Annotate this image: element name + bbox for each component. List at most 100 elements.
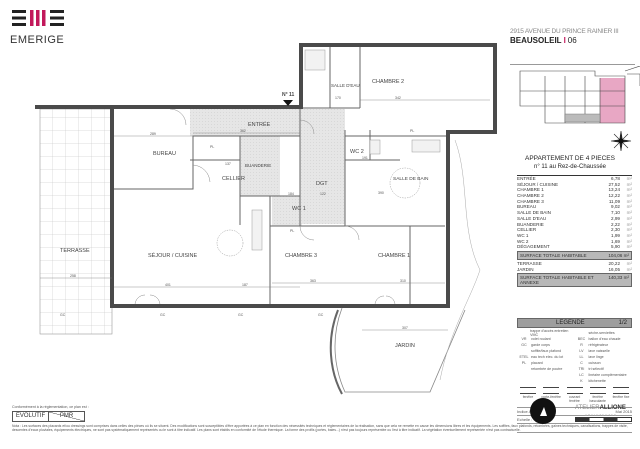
unit: m² [626, 238, 632, 244]
apartment-subtitle: n° 11 au Rez-de-Chaussée [534, 164, 606, 170]
room-label-entree: ENTRÉE [248, 121, 271, 128]
project-number: 06 [567, 36, 577, 45]
mark-gc-3: GC [238, 313, 244, 317]
unit: m² [626, 204, 632, 210]
architect-name-light: ATELIER [575, 405, 600, 411]
legend-label: volet roulant [531, 337, 551, 341]
dim-dgt-a: 184 [288, 192, 294, 196]
room-label-wc2: WC 2 [350, 149, 364, 155]
room-name: JARDIN [517, 266, 534, 272]
legend-label: lave linge [588, 355, 604, 359]
unit: m² [626, 193, 632, 199]
unit: m² [626, 266, 632, 272]
dim-jardin: 307 [402, 326, 408, 330]
room-name: TERRASSE [517, 260, 542, 266]
dim-cellier: 137 [225, 162, 231, 166]
dim-entree: 362 [240, 129, 246, 133]
legend-page: 1/2 [618, 320, 627, 326]
opening-label: fenêtre fixe [612, 395, 630, 399]
dgt-floor [300, 109, 345, 224]
legend-label: soffite/faux plafond [531, 349, 562, 353]
fixtures [216, 49, 441, 257]
table-divider [517, 175, 632, 176]
room-area: 2,22 [611, 221, 620, 227]
unit: m² [626, 187, 632, 193]
room-label-salle-de-bain: SALLE DE BAIN [393, 176, 429, 182]
dim-wc2: 191 [362, 156, 368, 160]
dim-terrasse: 258 [70, 274, 76, 278]
legend-opening: porte-fenêtre [540, 387, 562, 403]
pmr-label: PMR [49, 412, 84, 421]
interior-walls [112, 46, 450, 306]
opening-symbol-icon [520, 387, 536, 394]
room-label-salle-deau: SALLE D'EAU [331, 83, 360, 88]
room-area: 20,22 [608, 260, 621, 266]
mark-pl-2: PL [410, 129, 414, 133]
room-label-terrasse: TERRASSE [60, 248, 90, 254]
unit: m² [626, 227, 632, 233]
architect-name: ATELIERALLIONE [575, 405, 626, 411]
legend-label: tri sélectif [588, 367, 604, 371]
project-address: 2915 AVENUE DU PRINCE RAINIER III [510, 28, 619, 35]
jardin-area [334, 307, 466, 393]
legend-opening: fenêtre fixe [610, 387, 632, 403]
room-label-chambre1: CHAMBRE 1 [378, 253, 410, 259]
room-area: 7,10 [611, 210, 620, 216]
legal-note: Nota : Les surfaces des placards et/ou d… [12, 424, 628, 433]
opening-label: fenêtre [522, 395, 534, 399]
room-area: 6,78 [611, 176, 620, 181]
scale-bar [575, 417, 632, 422]
legend-opening: ouvrant fenêtre [564, 387, 586, 403]
buanderie-floor [240, 136, 280, 196]
total-value: 104,06 m² [608, 252, 629, 258]
wc1-floor [272, 196, 302, 226]
legend-label: kitchenette [588, 379, 606, 383]
room-area: 1,69 [611, 238, 620, 244]
legend-item: retombée de poutre [517, 366, 575, 372]
legend-label: eau tech elec. du lot [531, 355, 564, 359]
room-area: 2,30 [611, 227, 620, 233]
room-name: CHAMBRE 1 [517, 187, 544, 193]
room-name: SURFACE TOTALE HABITABLE [520, 252, 587, 258]
legend-key: ETEL [519, 355, 529, 359]
legend-label: trappe d'accès entretien VMC [530, 329, 569, 337]
divider [510, 64, 635, 65]
room-name: BUANDERIE [517, 221, 544, 227]
room-area: 16,05 [608, 266, 621, 272]
legend-label: lave vaisselle [588, 349, 610, 353]
unit: m² [626, 221, 632, 227]
apartment-highlight [600, 78, 625, 123]
legend-label: linéaire complémentaire [588, 373, 627, 377]
scale-row: Echelle : [517, 416, 632, 424]
opening-symbol-icon [589, 387, 606, 394]
unit: m² [626, 232, 632, 238]
brand-name: EMERIGE [10, 34, 65, 46]
unit: m² [626, 244, 632, 250]
room-name: CHAMBRE 2 [517, 193, 544, 199]
opening-label: ouvrant fenêtre [568, 395, 581, 403]
architect-subtitle: ARCHITECTES [585, 413, 618, 417]
opening-label: porte-fenêtre [541, 395, 561, 399]
legend-label: ballon d'eau chaude [588, 337, 621, 341]
outer-walls [35, 43, 497, 308]
dimension-lines [40, 99, 490, 331]
